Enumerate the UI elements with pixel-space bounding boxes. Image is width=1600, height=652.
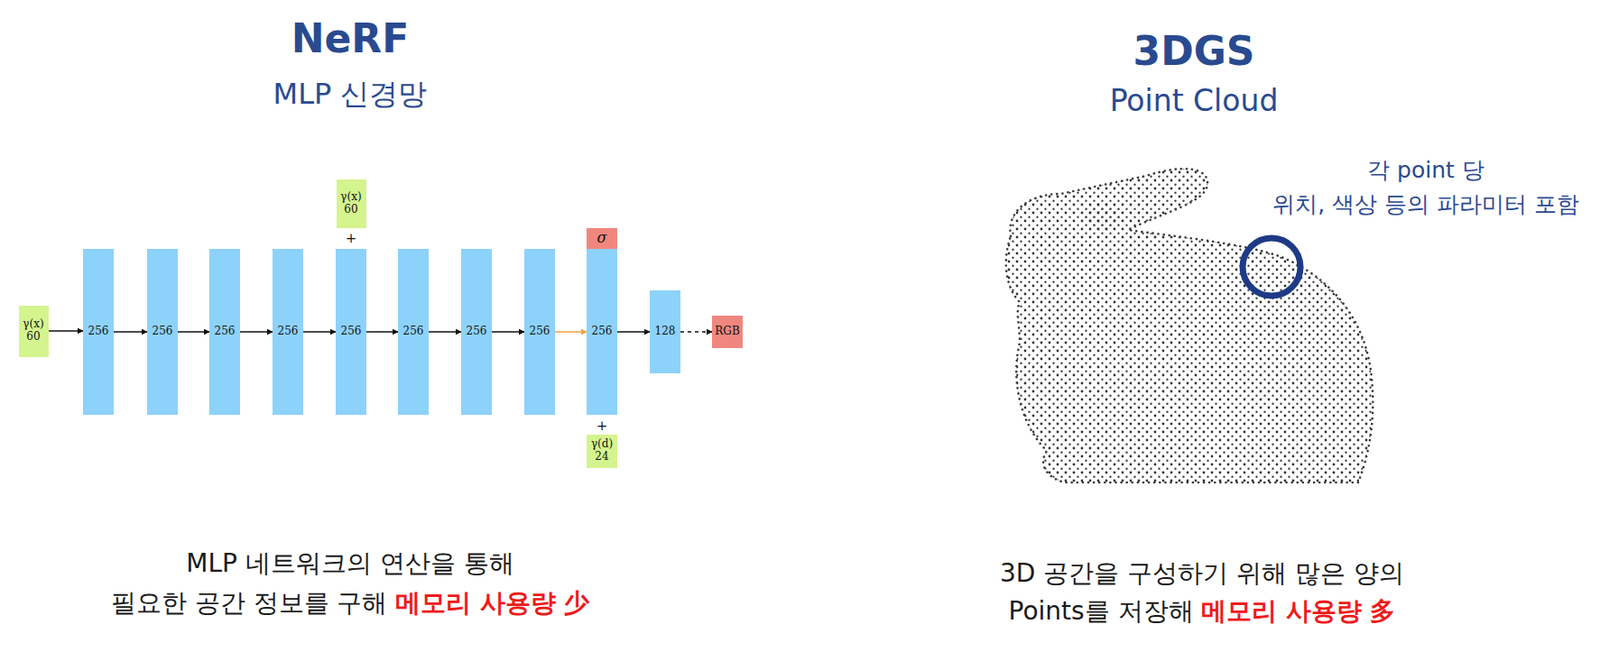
text-line: 각 point 당 xyxy=(1367,157,1485,185)
text-line: Point Cloud xyxy=(1109,83,1279,120)
section-subtitle: MLP 신경망 xyxy=(273,76,428,111)
node-text: 256 xyxy=(277,325,299,339)
plus-sign: + xyxy=(596,417,609,435)
description-text: 3D 공간을 구성하기 위해 많은 양의 xyxy=(999,558,1405,590)
node-text: RGB xyxy=(714,325,740,339)
node-text: 24 xyxy=(594,451,609,464)
text-line: 필요한 공간 정보를 구해메모리 사용량 少 xyxy=(110,588,591,620)
output-box: σ xyxy=(586,228,618,250)
section-subtitle: Point Cloud xyxy=(1109,83,1279,120)
node-text: 256 xyxy=(403,325,425,339)
layer-bar: 256 xyxy=(586,249,618,416)
layer-bar: 256 xyxy=(397,249,429,416)
text-line: MLP 네트워크의 연산을 통해 xyxy=(185,548,514,580)
layer-bar: 128 xyxy=(649,290,681,374)
plus-sign: + xyxy=(345,230,358,247)
node-text: 60 xyxy=(343,203,358,217)
node-text: 128 xyxy=(655,325,676,339)
output-box: RGB xyxy=(712,315,743,349)
node-text: 256 xyxy=(214,325,236,339)
node-text: 256 xyxy=(341,325,362,339)
node-text: 256 xyxy=(466,325,488,339)
layer-bar: 256 xyxy=(524,249,555,416)
flow-arrow xyxy=(240,331,273,333)
node-text: 60 xyxy=(26,331,40,344)
text-line: + xyxy=(596,417,609,435)
text-line: Points를 저장해메모리 사용량 多 xyxy=(1008,596,1397,628)
bunny-eye-cluster xyxy=(1082,202,1123,232)
layer-bar: 256 xyxy=(209,249,241,416)
highlight-text: 메모리 사용량 少 xyxy=(395,588,591,620)
description-text: MLP 네트워크의 연산을 통해 xyxy=(185,548,514,580)
node-text: 256 xyxy=(529,325,551,339)
node-text: 256 xyxy=(88,325,110,339)
text-line: + xyxy=(345,230,358,247)
text-line: MLP 신경망 xyxy=(273,76,428,111)
flow-arrow xyxy=(554,331,587,333)
node-text: γ(d) xyxy=(591,438,613,452)
section-title: NeRF xyxy=(291,15,410,64)
description-text: Points를 저장해 xyxy=(1008,596,1194,628)
flow-arrow xyxy=(303,331,336,333)
text-line: 위치, 색상 등의 파라미터 포함 xyxy=(1272,191,1580,219)
encoding-box: γ(x)60 xyxy=(18,305,49,358)
text-line: 3D 공간을 구성하기 위해 많은 양의 xyxy=(999,558,1405,590)
encoding-box: γ(x)60 xyxy=(336,179,367,229)
layer-bar: 256 xyxy=(147,249,178,416)
section-title: 3DGS xyxy=(1133,27,1256,76)
text-line: NeRF xyxy=(291,15,410,64)
layer-bar: 256 xyxy=(272,249,304,416)
flow-arrow xyxy=(617,331,650,333)
callout-text: 각 point 당 xyxy=(1367,157,1485,185)
node-text: γ(x) xyxy=(340,191,361,204)
flow-arrow xyxy=(428,331,462,333)
node-text: γ(x) xyxy=(22,318,44,332)
flow-arrow xyxy=(491,331,525,333)
flow-arrow xyxy=(366,331,398,333)
node-text: 256 xyxy=(152,325,174,339)
flow-arrow xyxy=(48,330,84,333)
flow-arrow xyxy=(680,331,713,333)
flow-arrow xyxy=(177,331,210,333)
description-text: 필요한 공간 정보를 구해 xyxy=(110,588,389,620)
callout-text: 위치, 색상 등의 파라미터 포함 xyxy=(1272,191,1580,219)
node-text: 256 xyxy=(591,325,613,339)
layer-bar: 256 xyxy=(461,249,492,416)
flow-arrow xyxy=(113,331,148,333)
node-text: σ xyxy=(597,230,608,247)
encoding-box: γ(d)24 xyxy=(586,434,618,469)
text-line: 3DGS xyxy=(1133,27,1256,76)
layer-bar: 256 xyxy=(83,249,114,416)
highlight-text: 메모리 사용량 多 xyxy=(1201,596,1397,628)
layer-bar: 256 xyxy=(335,249,367,416)
highlight-circle xyxy=(1242,238,1301,296)
